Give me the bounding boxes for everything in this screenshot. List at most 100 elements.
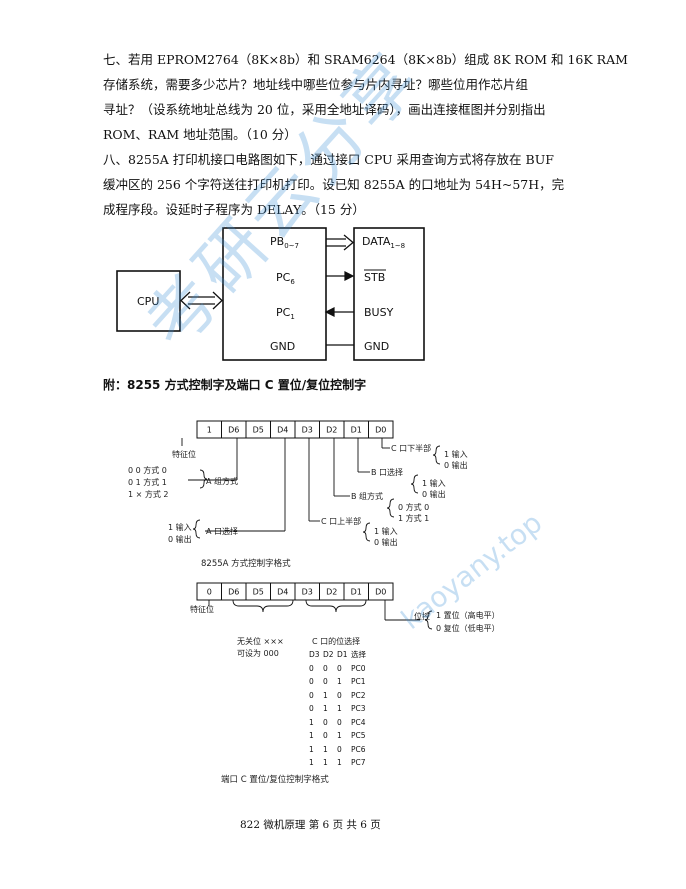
q8-line-2: 缓冲区的 256 个字符送往打印机打印。设已知 8255A 的口地址为 54H~… — [103, 177, 565, 192]
question-7: 七、若用 EPROM2764（8K×8b）和 SRAM6264（8K×8b）组成… — [103, 47, 628, 147]
b-select-label: B 口选择 — [371, 468, 404, 477]
bsr-table-cell: PC3 — [351, 704, 366, 713]
q7-line-1: 七、若用 EPROM2764（8K×8b）和 SRAM6264（8K×8b）组成… — [103, 52, 628, 67]
bsr-table-cell: 0 — [323, 677, 328, 686]
bsr-table-cell: D1 — [337, 650, 348, 659]
cpu-label: CPU — [137, 295, 159, 308]
bsr-set: 1 置位（高电平） — [436, 611, 500, 620]
bsr-table-cell: 0 — [337, 690, 342, 700]
mode-bit-label: D0 — [375, 426, 386, 435]
data-bus-arrow — [326, 234, 355, 251]
bsr-table-cell: 1 — [323, 744, 328, 754]
mode-bit-label: D1 — [351, 426, 362, 435]
bsr-table-cell: 0 — [309, 663, 314, 673]
pc-high-label: C 口上半部 — [321, 517, 362, 526]
q7-line-2: 存储系统，需要多少芯片？地址线中哪些位参与片内寻址？哪些位用作芯片组 — [103, 77, 529, 92]
b-mode-label: B 组方式 — [351, 492, 384, 501]
bsr-table-cell: 1 — [337, 758, 342, 767]
bsr-set-reset: 位控 — [414, 612, 430, 621]
b-mode-1: 1 方式 1 — [398, 514, 430, 523]
pb-label: PB0~7 — [270, 235, 299, 250]
bsr-bit-cell — [368, 582, 394, 601]
bsr-table-cell: 0 — [337, 663, 342, 673]
pc-low-in: 1 输入 — [444, 450, 468, 459]
a-mode-label: A 组方式 — [206, 477, 239, 486]
bsr-table-cell: 1 — [309, 731, 314, 740]
bsr-table-cell: 1 — [323, 758, 328, 767]
question-8: 八、8255A 打印机接口电路图如下，通过接口 CPU 采用查询方式将存放在 B… — [103, 147, 573, 222]
mode-braces — [192, 445, 441, 542]
gnd-left-label: GND — [270, 340, 295, 353]
busy-arrow — [324, 307, 354, 317]
bsr-table-cell: 0 — [309, 677, 314, 686]
b-select-in: 1 输入 — [422, 479, 446, 488]
bsr-table-cell: PC5 — [351, 731, 366, 740]
bsr-table-cell: D2 — [323, 650, 334, 659]
bsr-bit-label: D2 — [326, 588, 337, 597]
mode-bit-label: D6 — [228, 426, 239, 435]
cpu-box — [116, 270, 181, 332]
bsr-table-cell: PC2 — [351, 690, 366, 700]
bsr-table-cell: 0 — [337, 717, 342, 727]
bsr-table-cell: 0 — [323, 717, 328, 727]
a-mode-2: 1 × 方式 2 — [128, 490, 169, 499]
bsr-unused: 无关位 ××× — [237, 637, 284, 646]
q7-line-4: ROM、RAM 地址范围。（10 分） — [103, 127, 297, 142]
b-select-out: 0 输出 — [422, 490, 446, 499]
bsr-table-cell: PC6 — [351, 744, 366, 754]
bsr-table-cell: 选择 — [351, 650, 366, 659]
a-select-label: A 口选择 — [206, 527, 239, 536]
q8-line-1: 八、8255A 打印机接口电路图如下，通过接口 CPU 采用查询方式将存放在 B… — [103, 152, 554, 167]
bsr-table-cell: 1 — [337, 704, 342, 713]
bsr-bit-label: D0 — [375, 588, 386, 597]
bsr-reset: 0 复位（低电平） — [436, 624, 500, 633]
mode-bit-label: D5 — [253, 426, 264, 435]
bsr-bit-label: D5 — [253, 588, 264, 597]
pc-low-out: 0 输出 — [444, 461, 468, 470]
bsr-leader-lines — [208, 599, 433, 630]
bsr-bit-select: C 口的位选择 — [312, 637, 361, 646]
bsr-table-cell: PC0 — [351, 663, 366, 673]
mode-word-caption: 8255A 方式控制字格式 — [201, 559, 291, 569]
bsr-table-cell: 0 — [323, 731, 328, 740]
a-select-out: 0 输出 — [168, 535, 192, 544]
mode-bit-label: 1 — [207, 426, 212, 435]
bsr-table-cell: 1 — [323, 690, 328, 700]
stb-arrow — [326, 271, 355, 281]
bsr-word-caption: 端口 C 置位/复位控制字格式 — [221, 775, 329, 785]
bsr-table-cell: 1 — [309, 717, 314, 727]
bsr-bit-label: 0 — [207, 588, 212, 597]
a-select-in: 1 输入 — [168, 523, 192, 532]
bsr-table-cell: 1 — [309, 758, 314, 767]
bsr-bit-label: D6 — [228, 588, 239, 597]
bsr-table-cell: 0 — [323, 663, 328, 673]
busy-label: BUSY — [364, 306, 394, 319]
bsr-table-cell: 1 — [337, 677, 342, 686]
bsr-bit-label: D1 — [351, 588, 362, 597]
bsr-bit-cells: 0 D6 D5 D4 D3 D2 D1 D0 — [196, 582, 394, 601]
a-mode-1: 0 1 方式 1 — [128, 478, 167, 487]
b-mode-0: 0 方式 0 — [398, 503, 430, 512]
bsr-table-cell: 1 — [337, 731, 342, 740]
bsr-bit-label: D3 — [302, 588, 313, 597]
cpu-bus-arrow — [180, 291, 223, 310]
mode-bit-label: D2 — [326, 426, 337, 435]
bsr-table-cell: 1 — [309, 744, 314, 754]
pc-high-out: 0 输出 — [374, 538, 398, 547]
bsr-unused-val: 可设为 000 — [237, 649, 279, 658]
bsr-bit-label: D4 — [277, 588, 288, 597]
bsr-table-cell: 0 — [337, 744, 342, 754]
mode-bit-label: D3 — [302, 426, 313, 435]
bsr-table-cell: 0 — [309, 704, 314, 713]
q7-line-3: 寻址？（设系统地址总线为 20 位，采用全地址译码），画出连接框图并分别指出 — [103, 102, 546, 117]
